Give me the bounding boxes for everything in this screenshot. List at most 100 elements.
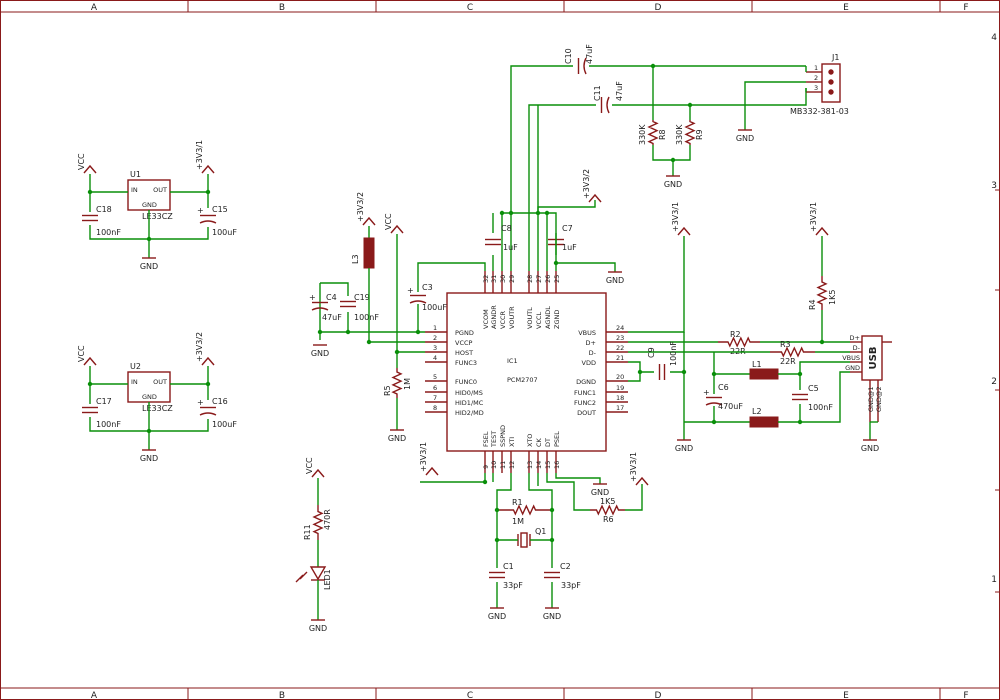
gnd-label: GND (591, 488, 609, 497)
wire (528, 104, 596, 271)
supply-arrow: VCC (77, 153, 97, 174)
pin-gnd-label: GND (142, 201, 157, 209)
r1-value: 1M (512, 517, 524, 526)
pin-number: 26 (544, 275, 552, 283)
c11-value: 47uF (615, 81, 624, 101)
gnd-label: GND (309, 624, 327, 633)
usb-pin-label: VBUS (842, 354, 860, 362)
pin-number: 20 (616, 373, 624, 381)
pin-name: VDD (582, 359, 596, 367)
c19-value: 100nF (354, 313, 379, 322)
usb-label: USB (868, 347, 879, 370)
supply-arrow-head (677, 226, 691, 236)
pin-name: D+ (586, 339, 596, 347)
supply-arrow-head (425, 466, 439, 476)
cap-plate-curved (409, 300, 427, 304)
pin-number: 23 (616, 334, 624, 342)
wire (628, 372, 641, 382)
supply-arrow: VCC (77, 345, 97, 366)
gnd-label: GND (140, 262, 158, 271)
supply-arrow-head (815, 226, 829, 236)
supply-arrow: +3V3/1 (419, 442, 439, 476)
gnd-symbol: GND (488, 607, 506, 621)
supply-label: +3V3/1 (195, 140, 204, 170)
supply-label: +3V3/2 (356, 192, 365, 222)
junction-dot (687, 102, 693, 108)
r5-label: R5 (383, 385, 392, 396)
cap-plate-curved (311, 307, 329, 311)
pin-name: PSEL (553, 431, 561, 447)
regulator-value: LE33CZ (142, 212, 173, 221)
supply-arrow-head (390, 224, 404, 234)
gnd-symbol: GND (543, 607, 561, 621)
resistor-body (770, 346, 815, 358)
wire (778, 371, 850, 423)
pin-name: XTO (526, 434, 534, 447)
pin-contact (828, 79, 834, 85)
ic-body (446, 292, 607, 452)
junction-dot (146, 428, 152, 434)
supply-label: VCC (305, 457, 314, 474)
c6-label: C6 (718, 383, 729, 392)
gnd-symbol: GND (311, 344, 329, 358)
pin-number: 27 (535, 275, 543, 283)
pin-number: 31 (490, 275, 498, 283)
r1-label: R1 (512, 498, 523, 507)
r11-value: 470R (323, 509, 332, 530)
crystal-body (520, 532, 528, 548)
pin-number: 17 (616, 404, 624, 412)
junction-dot (650, 63, 656, 69)
junction-dot (553, 260, 559, 266)
pin-number: 1 (814, 64, 818, 72)
gnd-symbol: GND (664, 175, 682, 189)
junction-dot (146, 236, 152, 242)
supply-arrow: +3V3/1 (629, 452, 649, 486)
pin-name: DOUT (577, 409, 596, 417)
supply-arrow: VCC (305, 457, 325, 478)
junction-dot (797, 419, 803, 425)
pin-name: AGNDR (490, 305, 498, 329)
gnd-symbol: GND (736, 129, 754, 143)
pin-contact (828, 69, 834, 75)
l1-label: L1 (752, 360, 762, 369)
pin-name: PGND (455, 329, 474, 337)
supply-arrow-head (201, 356, 215, 366)
r6-value: R6 (603, 515, 614, 524)
c7-label: C7 (562, 224, 573, 233)
resistor-body (718, 336, 760, 348)
usb-shield-label: GND@1 (867, 386, 875, 412)
pin-name: XTI (508, 437, 516, 447)
c3-value: 100uF (422, 303, 447, 312)
c2-value: 33pF (561, 581, 581, 590)
c2-label: C2 (560, 562, 571, 571)
resistor-body (312, 505, 324, 540)
gnd-label: GND (861, 444, 879, 453)
pin-name: HID0/MS (455, 389, 483, 397)
r8-value: R8 (658, 129, 667, 140)
r6-label: 1K5 (600, 497, 615, 506)
gnd-symbol: GND (591, 483, 609, 497)
connector-name: J1 (831, 53, 839, 62)
resistor-body (647, 120, 659, 145)
pin-name: D- (589, 349, 597, 357)
c9-value: 100nF (669, 341, 678, 366)
r1-resistor: R1 1M (497, 498, 552, 526)
reg-cin-1-label: C17 (96, 397, 112, 406)
regulator-name: U1 (130, 170, 141, 179)
supply-arrow: VCC (384, 213, 404, 234)
supply-label: VCC (77, 345, 86, 362)
l1-inductor: L1 (749, 360, 779, 380)
wire (628, 236, 685, 333)
column-label: C (467, 691, 473, 700)
junction-dot (494, 507, 500, 513)
pin-number: 21 (616, 354, 624, 362)
wire (555, 473, 601, 484)
gnd-label: GND (664, 180, 682, 189)
